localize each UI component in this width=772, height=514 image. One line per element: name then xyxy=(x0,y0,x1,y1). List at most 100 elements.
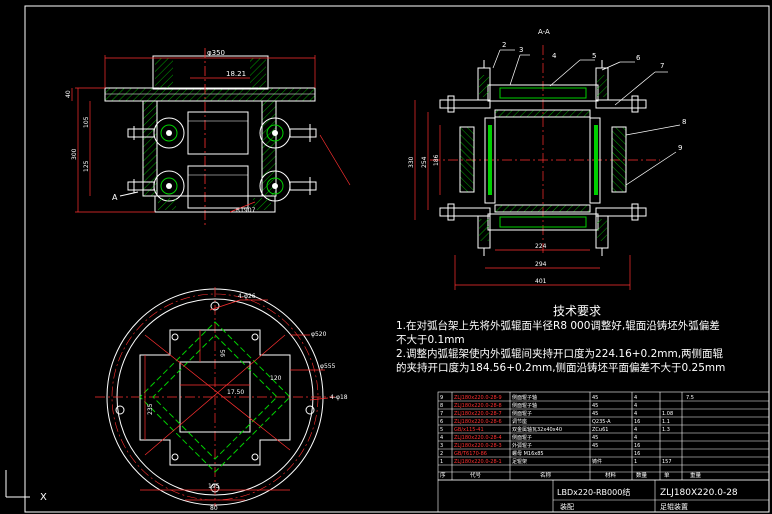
bom-cell-mat: 45 xyxy=(592,443,598,449)
dim-4-26: 4-φ26 xyxy=(238,293,256,300)
dim-224: 224 xyxy=(535,243,547,250)
balloon-7: 7 xyxy=(660,62,664,70)
bom-cell-qty: 4 xyxy=(634,411,637,417)
bom-cell-qty: 4 xyxy=(634,395,637,401)
dim-350: φ350 xyxy=(207,49,225,57)
bom-cell-mat: Q235-A xyxy=(592,419,611,425)
bom-cell-no: 5 xyxy=(440,427,443,433)
title-drawing-no: ZLJ180X220.0-28 xyxy=(660,488,738,498)
section-mark-a: A xyxy=(112,193,118,202)
top-view[interactable]: φ350 18.21 40 105 125 300 R1907 A xyxy=(65,48,351,225)
dim-18-21: 18.21 xyxy=(226,70,246,78)
dim-330: 330 xyxy=(408,156,415,168)
dim-105: 105 xyxy=(83,116,90,128)
dim-120: 120 xyxy=(270,375,282,382)
balloon-9: 9 xyxy=(678,144,682,152)
bom-cell-code: ZLJ180x220.0-28-9 xyxy=(454,395,502,401)
bom-cell-qty: 4 xyxy=(634,427,637,433)
dim-300: 300 xyxy=(71,148,78,160)
bom-cell-name: 侧面辊子 xyxy=(512,410,532,417)
bom-header-cell: 名称 xyxy=(540,471,552,479)
bom-cell-w: 1.3 xyxy=(662,427,670,433)
technical-requirements: 技术要求 1.在对弧台架上先将外弧辊面半径R8 000调整好,辊面沿铸坯外弧偏差… xyxy=(396,302,768,375)
ucs-icon: X xyxy=(5,470,47,503)
bom-cell-qty: 16 xyxy=(634,451,640,457)
bom-cell-code: ZLJ180x220.0-28-7 xyxy=(454,411,502,417)
bom-cell-mat: 45 xyxy=(592,395,598,401)
dim-401: 401 xyxy=(535,278,547,285)
bom-cell-mat: ZCu61 xyxy=(592,427,608,433)
bom-header-cell: 单 xyxy=(664,471,670,479)
bom-cell-code: GB/T6170-86 xyxy=(454,451,487,457)
bom-cell-no: 7 xyxy=(440,411,443,417)
bom-cell-w: 1.1 xyxy=(662,419,670,425)
bom-cell-code: ZLJ180x220.0-28-8 xyxy=(454,403,502,409)
bom-cell-mat: 45 xyxy=(592,403,598,409)
dim-r1907: R1907 xyxy=(236,207,256,214)
dim-254: 254 xyxy=(421,156,428,168)
dim-17-50: 17.50 xyxy=(227,389,244,396)
section-view-a-a[interactable]: A-A xyxy=(408,28,686,290)
bom-cell-code: ZLJ180x220.0-28-3 xyxy=(454,443,502,449)
bom-cell-code: ZLJ180x220.0-28-1 xyxy=(454,459,502,465)
bom-cell-mat: 45 xyxy=(592,411,598,417)
title-name2: 足辊装置 xyxy=(660,502,688,511)
bom-header-cell: 数量 xyxy=(636,471,648,479)
drawing-border xyxy=(24,5,770,513)
bom-table[interactable] xyxy=(437,391,770,513)
bom-cell-code: ZLJ180x220.0-28-4 xyxy=(454,435,502,441)
dim-80: 80 xyxy=(210,505,218,512)
dim-195: 195 xyxy=(208,483,220,490)
bom-header-cell: 序 xyxy=(440,471,446,479)
bom-header-cell: 代号 xyxy=(470,471,482,479)
bom-cell-name: 调节座 xyxy=(512,418,527,425)
svg-text:X: X xyxy=(40,492,47,503)
tech-req-line-1: 1.在对弧台架上先将外弧辊面半径R8 000调整好,辊面沿铸坯外弧偏差 xyxy=(396,320,720,332)
title-sub: 装配 xyxy=(560,502,574,511)
balloon-4: 4 xyxy=(552,52,557,60)
bom-cell-name: 足辊架 xyxy=(512,458,527,465)
section-label: A-A xyxy=(538,28,550,36)
bom-cell-qty: 4 xyxy=(634,435,637,441)
dim-294: 294 xyxy=(535,261,547,268)
dim-125: 125 xyxy=(83,160,90,172)
bom-cell-w: 1.08 xyxy=(662,411,673,417)
bom-cell-mat: 45 xyxy=(592,435,598,441)
balloon-8: 8 xyxy=(682,118,686,126)
dim-186: 186 xyxy=(433,154,440,166)
bom-cell-w: 157 xyxy=(662,459,672,465)
bom-cell-name: 螺母 M16x85 xyxy=(512,450,544,457)
dim-40: 40 xyxy=(65,90,72,98)
bom-header-cell: 重量 xyxy=(690,471,702,479)
balloon-6: 6 xyxy=(636,54,641,62)
tech-req-line-4: 的夹持开口度为184.56+0.2mm,侧面沿铸坯平面偏差不大于0.25mm xyxy=(396,362,726,374)
tech-req-line-3: 2.调整内弧辊架使内外弧辊间夹持开口度为224.16+0.2mm,两侧面辊 xyxy=(396,348,724,360)
dim-95: 95 xyxy=(220,349,227,357)
bom-cell-name: 侧面辊子轴 xyxy=(512,394,537,401)
tech-req-title: 技术要求 xyxy=(552,304,601,318)
bom-cell-qty: 1 xyxy=(634,459,637,465)
bom-cell-qty: 16 xyxy=(634,419,640,425)
bom-cell-no: 2 xyxy=(440,451,443,457)
bom-cell-no: 9 xyxy=(440,395,443,401)
dim-520: φ520 xyxy=(311,331,327,338)
bom-cell-mat: 铸件 xyxy=(592,458,602,465)
dim-555: φ555 xyxy=(320,363,336,370)
balloon-5: 5 xyxy=(592,52,596,60)
bom-cell-no: 6 xyxy=(440,419,443,425)
bom-cell-no: 8 xyxy=(440,403,443,409)
bottom-view[interactable]: 4-φ26 φ520 φ555 4-φ18 95 120 17.50 235 1… xyxy=(95,287,348,512)
dim-4-18: 4-φ18 xyxy=(330,394,348,401)
title-assembly: LBDx220-RB000结 xyxy=(557,487,630,497)
bom-cell-qty: 4 xyxy=(634,403,637,409)
tech-req-line-2: 不大于0.1mm xyxy=(396,334,465,346)
bom-cell-qty: 16 xyxy=(634,443,640,449)
bom-cell-no: 1 xyxy=(440,459,443,465)
bom-cell-total: 7.5 xyxy=(686,395,694,401)
bom-header-cell: 材料 xyxy=(605,471,617,479)
bom-cell-name: 侧面辊子 xyxy=(512,434,532,441)
balloon-3: 3 xyxy=(519,46,523,54)
bom-cell-no: 3 xyxy=(440,443,443,449)
